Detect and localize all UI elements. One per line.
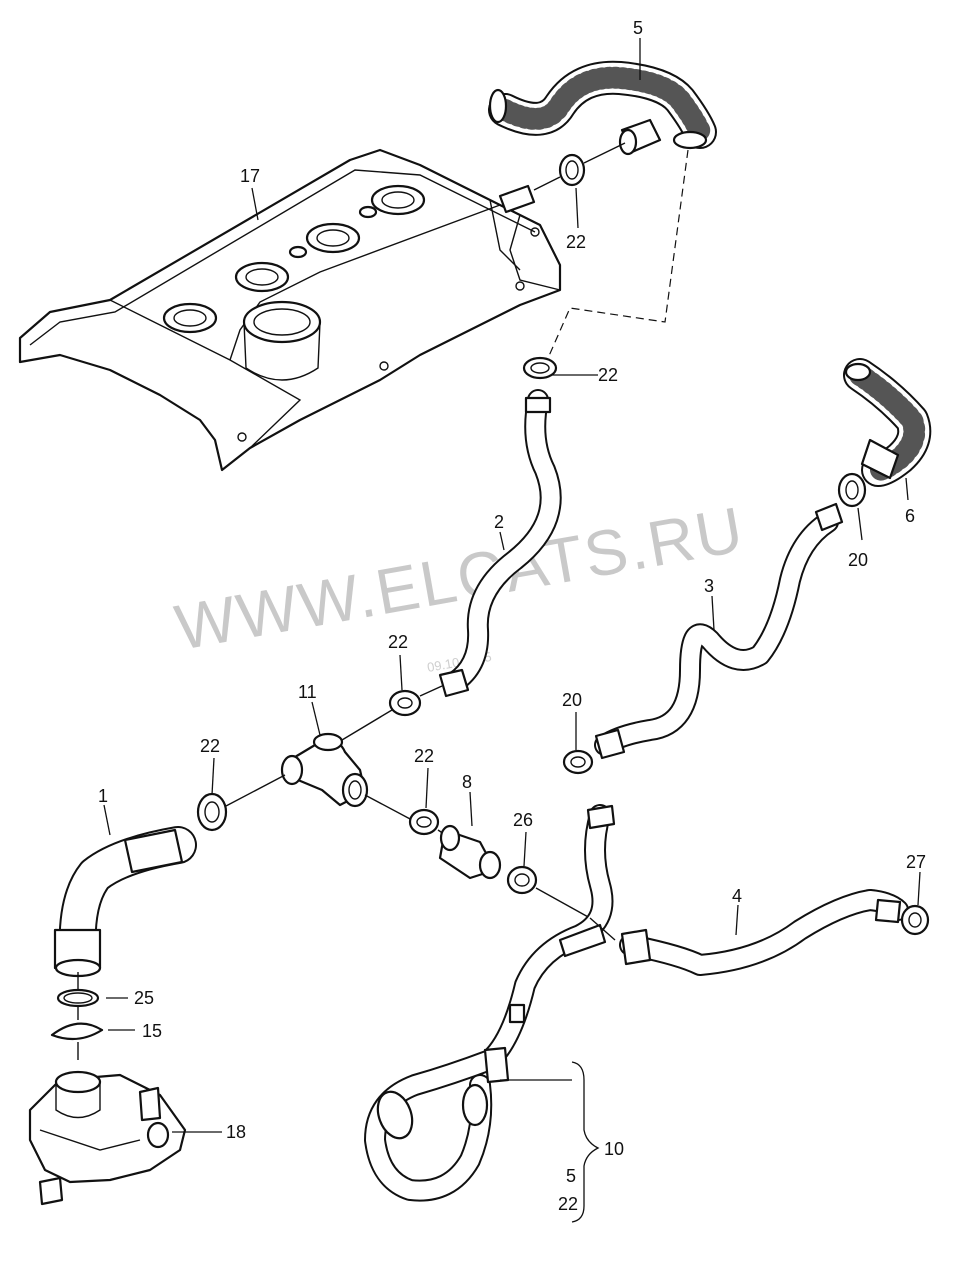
callout-20-b: 20 [562,690,582,710]
callout-11: 11 [298,682,317,702]
t-piece-11 [280,732,369,808]
callout-4: 4 [732,886,742,906]
o-ring-25 [56,988,100,1008]
check-valve-8 [438,824,502,880]
hose-clamp-27 [900,904,930,936]
callout-10: 10 [604,1139,624,1159]
valve-cover [18,148,562,472]
coolant-hose-4 [619,889,909,976]
hose-clamp-22-mid [522,356,558,380]
hose-clamp-22-hose1 [196,792,228,832]
callout-5-top: 5 [633,18,643,38]
callout-27: 27 [906,852,926,872]
callout-labels: 5 17 22 22 6 20 2 3 22 11 20 22 22 8 26 … [98,18,926,1214]
callout-20-a: 20 [848,550,868,570]
callout-8: 8 [462,772,472,792]
watermark: WWW.ELCATS.RU 09.10.2015 [170,493,750,675]
callout-3: 3 [704,576,714,596]
hose-clamp-20-upper [837,472,867,508]
callout-22-a: 22 [566,232,586,252]
callout-25: 25 [134,988,154,1008]
callout-17: 17 [240,166,260,186]
callout-26: 26 [513,810,533,830]
callout-22-d: 22 [200,736,220,756]
callout-22-e: 22 [414,746,434,766]
callout-22-f: 22 [558,1194,578,1214]
breather-hose-3 [594,502,844,760]
callout-1: 1 [98,786,108,806]
connection-dashed-line [544,149,689,366]
retaining-clip-15 [50,1022,104,1041]
callout-22-b: 22 [598,365,618,385]
hose-clamp-22-t-outlet [408,808,440,836]
callout-6: 6 [905,506,915,526]
breather-hose-5-top [488,60,717,156]
callout-2: 2 [494,512,504,532]
coolant-flange-18 [28,1070,187,1206]
hose-clamp-20-lower [562,749,594,775]
breather-hose-6 [843,358,932,487]
hose-clamp-22-upper [558,153,586,187]
hose-clamp-22-hose2 [388,689,422,717]
watermark-text: WWW.ELCATS.RU [170,493,750,664]
leader-lines [103,38,921,1223]
callout-18: 18 [226,1122,246,1142]
hose-clamp-26 [506,865,538,895]
callout-15: 15 [142,1021,162,1041]
hose-assembly-10 [364,804,616,1202]
breather-hose-2 [438,389,562,698]
callout-5-bottom: 5 [566,1166,576,1186]
coolant-hose-1 [53,826,197,978]
callout-22-c: 22 [388,632,408,652]
